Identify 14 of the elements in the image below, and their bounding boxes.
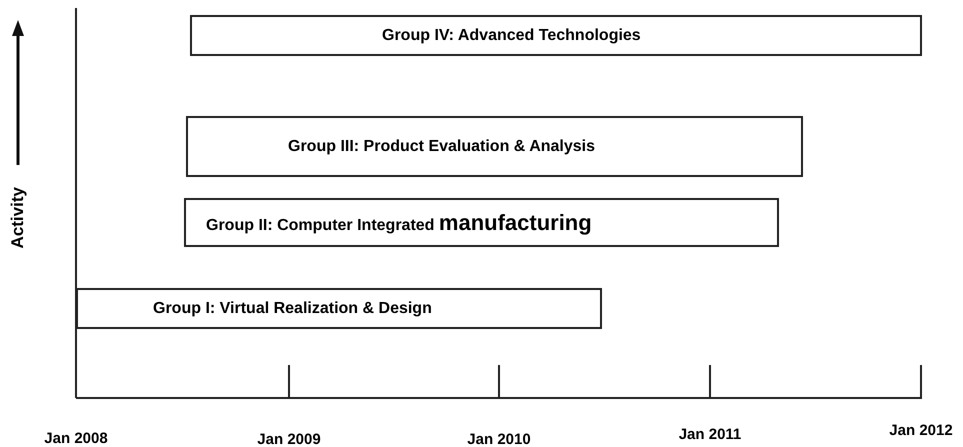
timeline-bar <box>186 116 803 177</box>
group-label: Group IV: Advanced Technologies <box>382 26 641 46</box>
tick-label: Jan 2008 <box>44 429 108 447</box>
tick-label: Jan 2011 <box>678 425 742 445</box>
tick-label: Jan 2012 <box>889 421 953 441</box>
timeline-bar <box>76 288 602 329</box>
timeline-bar <box>184 198 779 247</box>
tick-label: Jan 2009 <box>257 430 321 447</box>
group-label: Group II: Computer Integrated manufacturing <box>206 209 592 237</box>
axis-label: Activity <box>8 186 28 251</box>
group-label: Group III: Product Evaluation & Analysis <box>288 136 596 156</box>
timeline-bar <box>190 15 922 56</box>
tick-label: Jan 2010 <box>467 430 531 447</box>
group-label: Group I: Virtual Realization & Design <box>153 298 432 318</box>
